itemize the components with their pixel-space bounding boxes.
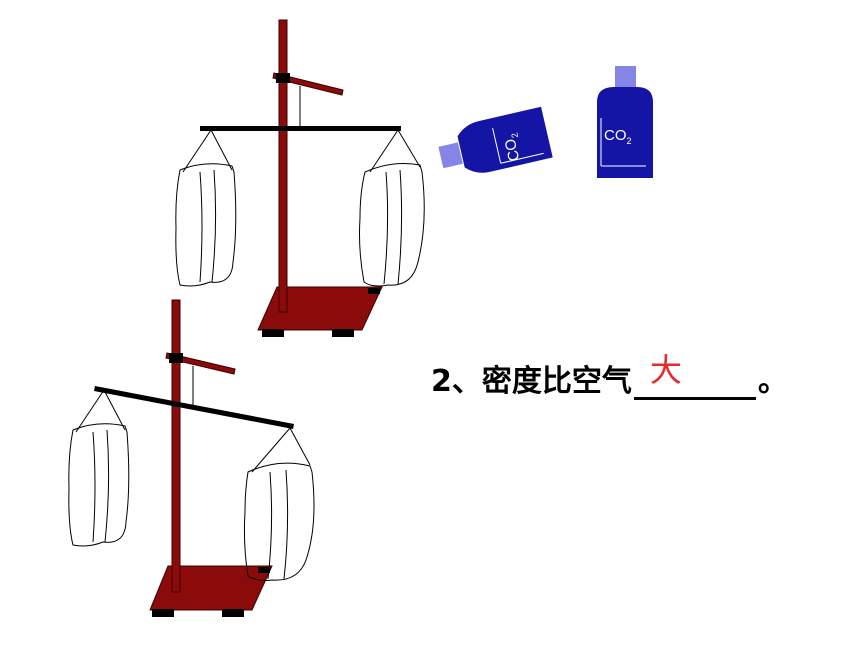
bottle-body (457, 106, 553, 173)
base-foot (258, 567, 270, 573)
clamp (169, 353, 183, 363)
base-foot (262, 329, 284, 337)
base-foot (332, 329, 354, 337)
clamp-arm (165, 352, 236, 375)
co2-bottle-upright: CO2 (597, 66, 653, 178)
balance-tilted (68, 299, 315, 617)
bottle-cap (438, 142, 463, 169)
co2-label: CO2 (604, 127, 632, 146)
base-foot (368, 288, 380, 294)
paper-bag (175, 129, 237, 287)
question-prefix: 2、密度比空气 (431, 364, 632, 399)
bottle-cap (615, 66, 636, 87)
stand-base (149, 565, 273, 611)
stand-base (257, 286, 383, 331)
stand-pole (171, 299, 181, 593)
bottle-body (597, 87, 653, 178)
co2-bottle-pouring: CO2 (438, 106, 553, 173)
balance-level (175, 19, 425, 337)
base-foot (152, 609, 174, 617)
co2-label: CO2 (501, 132, 526, 163)
question-suffix: 。 (757, 364, 788, 399)
clamp (276, 73, 290, 83)
balance-beam (200, 126, 401, 131)
answer-blank: 大 (633, 351, 756, 400)
question-text: 2、密度比空气大 。 (431, 351, 851, 406)
clamp-arm (272, 72, 344, 96)
paper-bag (68, 389, 130, 547)
co2-bag (243, 427, 315, 581)
stand-pole (278, 19, 288, 313)
answer-text: 大 (649, 351, 682, 389)
balance-beam (94, 386, 294, 429)
co2-bag (359, 129, 425, 287)
base-foot (222, 609, 244, 617)
